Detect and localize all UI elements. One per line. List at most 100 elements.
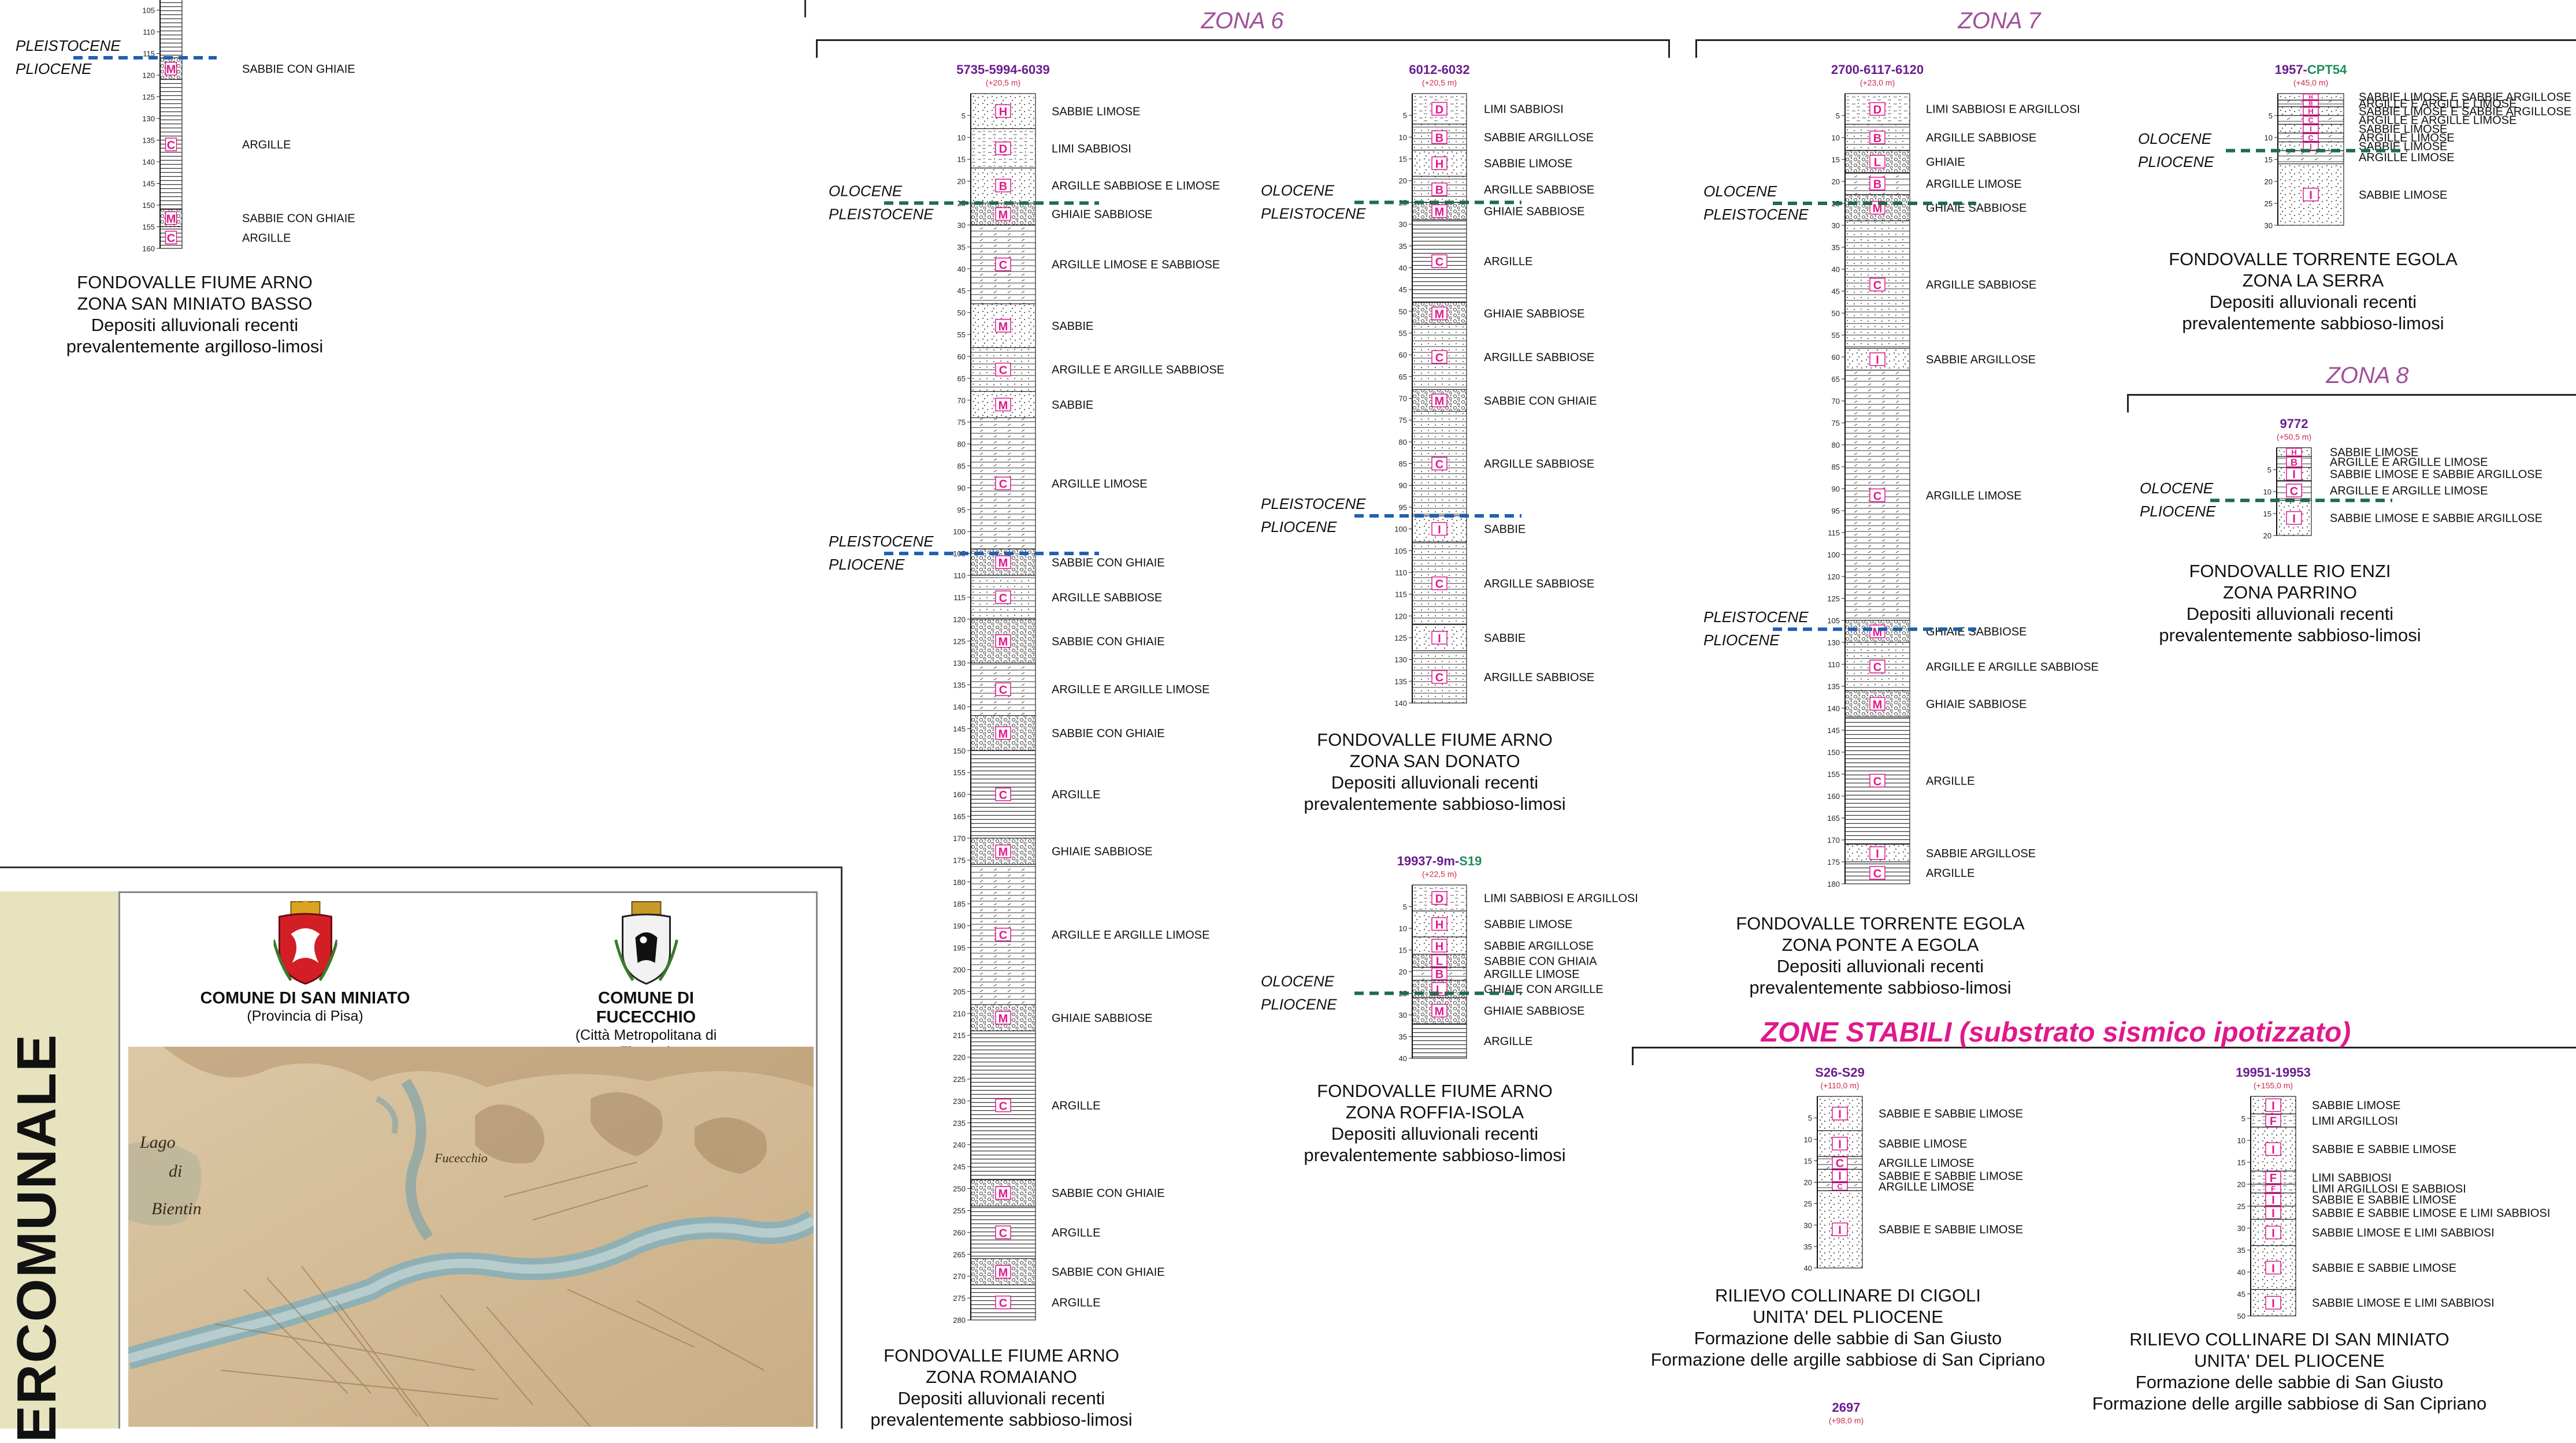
depth-tick-label: 40 <box>1832 265 1840 274</box>
epoch-upper-label: OLOCENE <box>1261 181 1335 199</box>
depth-tick-label: 55 <box>1832 331 1840 340</box>
layer-label: SABBIE ARGILLOSE <box>1926 847 2036 860</box>
depth-tick-label: 90 <box>1399 481 1407 490</box>
lithology-code: C <box>1873 661 1881 674</box>
depth-tick-label: 80 <box>1399 438 1407 447</box>
layer-label: SABBIE E SABBIE LIMOSE <box>1879 1223 2023 1236</box>
depth-tick-label: 165 <box>1827 814 1840 823</box>
historic-map-drawing: Lago di Bientin Fucecchio <box>128 1047 814 1427</box>
caption-line: ZONA ROFFIA-ISOLA <box>1345 1102 1524 1122</box>
lithology-code: C <box>1435 672 1443 685</box>
depth-tick-label: 115 <box>143 50 155 58</box>
layer-label: SABBIE LIMOSE <box>1052 105 1140 118</box>
caption-line: UNITA' DEL PLIOCENE <box>1753 1307 1943 1327</box>
lithology-code-box <box>1832 1136 1848 1151</box>
epoch-lower-label: PLIOCENE <box>1261 518 1337 535</box>
lithology-layer <box>1412 515 1467 542</box>
depth-tick-label: 45 <box>957 287 966 295</box>
borehole-elevation: (+45,0 m) <box>2293 78 2328 87</box>
depth-tick-label: 120 <box>1394 612 1407 620</box>
fucecchio-coat-of-arms-icon <box>614 901 678 985</box>
san-miniato-coat-of-arms-icon <box>272 901 339 985</box>
lithology-code-box <box>1431 670 1447 684</box>
lithology-code: B <box>1435 132 1443 144</box>
layer-label: ARGILLE LIMOSE <box>2359 132 2455 144</box>
lithology-code-box <box>1832 1222 1848 1236</box>
lithology-code-box <box>2265 1184 2281 1193</box>
layer-label: SABBIE LIMOSE <box>2330 447 2418 459</box>
layer-label: ARGILLE E ARGILLE LIMOSE <box>2330 456 2488 469</box>
lithology-code: C <box>1435 256 1443 269</box>
depth-tick-label: 15 <box>2265 155 2273 164</box>
depth-tick-label: 35 <box>1832 243 1840 252</box>
depth-tick-label: 15 <box>2237 1158 2245 1167</box>
layer-label: SABBIE E SABBIE LIMOSE <box>1879 1108 2023 1121</box>
layer-label: SABBIE E SABBIE LIMOSE <box>1879 1170 2023 1182</box>
borehole-id: 19937-9m-S19 <box>1397 854 1482 868</box>
lithology-code: B <box>2308 101 2313 107</box>
layer-label: GHIAIE SABBIOSE <box>1926 626 2027 638</box>
lithology-layer <box>1412 1023 1467 1059</box>
depth-tick-label: 280 <box>953 1316 966 1325</box>
depth-tick-label: 115 <box>1395 590 1407 599</box>
zone-stabili-title: ZONE STABILI (substrato sismico ipotizza… <box>1761 1017 2351 1048</box>
lithology-code-box <box>995 1186 1011 1200</box>
depth-tick-label: 135 <box>1827 682 1840 691</box>
lithology-code-box <box>995 590 1011 604</box>
epoch-upper-label: OLOCENE <box>2138 130 2212 147</box>
comune1-sub: (Provincia di Pisa) <box>247 1008 363 1024</box>
lithology-code-box <box>995 726 1011 740</box>
caption-line: prevalentemente argilloso-limosi <box>66 336 324 356</box>
lithology-code-box <box>995 207 1011 221</box>
depth-tick-label: 40 <box>2237 1268 2245 1277</box>
layer-label: LIMI SABBIOSI E ARGILLOSI <box>1484 892 1638 905</box>
layer-label: LIMI SABBIOSI E ARGILLOSI <box>1926 103 2080 116</box>
lithology-code-box <box>2265 1114 2281 1127</box>
lithology-code-box <box>1869 846 1885 860</box>
depth-tick-label: 215 <box>953 1031 966 1040</box>
epoch-upper-label: PLEISTOCENE <box>1261 495 1366 512</box>
depth-tick-label: 185 <box>953 900 966 909</box>
caption-san-donato: FONDOVALLE FIUME ARNO ZONA SAN DONATO De… <box>1304 729 1565 815</box>
lithology-code: I <box>2292 513 2296 526</box>
lithology-code-box <box>165 211 177 225</box>
lithology-code: B <box>2291 457 2297 468</box>
depth-tick-label: 10 <box>1399 133 1407 142</box>
depth-tick-label: 40 <box>957 265 966 273</box>
lithology-code-box <box>1431 102 1447 116</box>
caption-line: FONDOVALLE FIUME ARNO <box>1317 730 1553 750</box>
layer-label: ARGILLE E ARGILLE LIMOSE <box>1052 929 1209 942</box>
depth-tick-label: 10 <box>2263 488 2271 496</box>
lithology-code-box <box>995 1225 1011 1240</box>
layer-label: SABBIE LIMOSE <box>1879 1138 1967 1151</box>
lithology-code: C <box>999 684 1007 697</box>
caption-line: FONDOVALLE TORRENTE EGOLA <box>1736 913 2025 934</box>
map-label-bientina: Bientin <box>151 1199 202 1218</box>
epoch-upper-label: OLOCENE <box>2140 479 2214 497</box>
lithology-code-box <box>995 362 1011 377</box>
lithology-code-box <box>2303 107 2319 116</box>
layer-label: ARGILLE <box>1926 867 1974 880</box>
lithology-code-box <box>1869 660 1885 674</box>
lithology-code-box <box>995 142 1011 155</box>
depth-tick-label: 20 <box>2263 531 2271 540</box>
depth-tick-label: 15 <box>1399 155 1407 163</box>
epoch-upper-label: PLEISTOCENE <box>829 533 934 550</box>
layer-label: GHIAIE <box>1926 156 1965 169</box>
epoch-lower-label: PLEISTOCENE <box>1261 204 1366 222</box>
lithology-code: M <box>999 399 1008 412</box>
layer-label: ARGILLE E ARGILLE LIMOSE <box>2359 114 2516 127</box>
depth-tick-label: 150 <box>953 746 966 755</box>
layer-label: ARGILLE LIMOSE <box>2359 151 2455 164</box>
depth-tick-label: 130 <box>953 659 966 668</box>
lithology-code-box <box>2286 448 2302 456</box>
lithology-code: C <box>1837 1182 1842 1191</box>
lithology-code-box <box>1869 488 1885 503</box>
lithology-code: M <box>166 64 176 76</box>
lithology-code: I <box>2271 1228 2275 1240</box>
lithology-code: H <box>1435 158 1443 170</box>
lithology-code-box <box>2265 1296 2281 1310</box>
depth-tick-label: 50 <box>957 308 966 317</box>
